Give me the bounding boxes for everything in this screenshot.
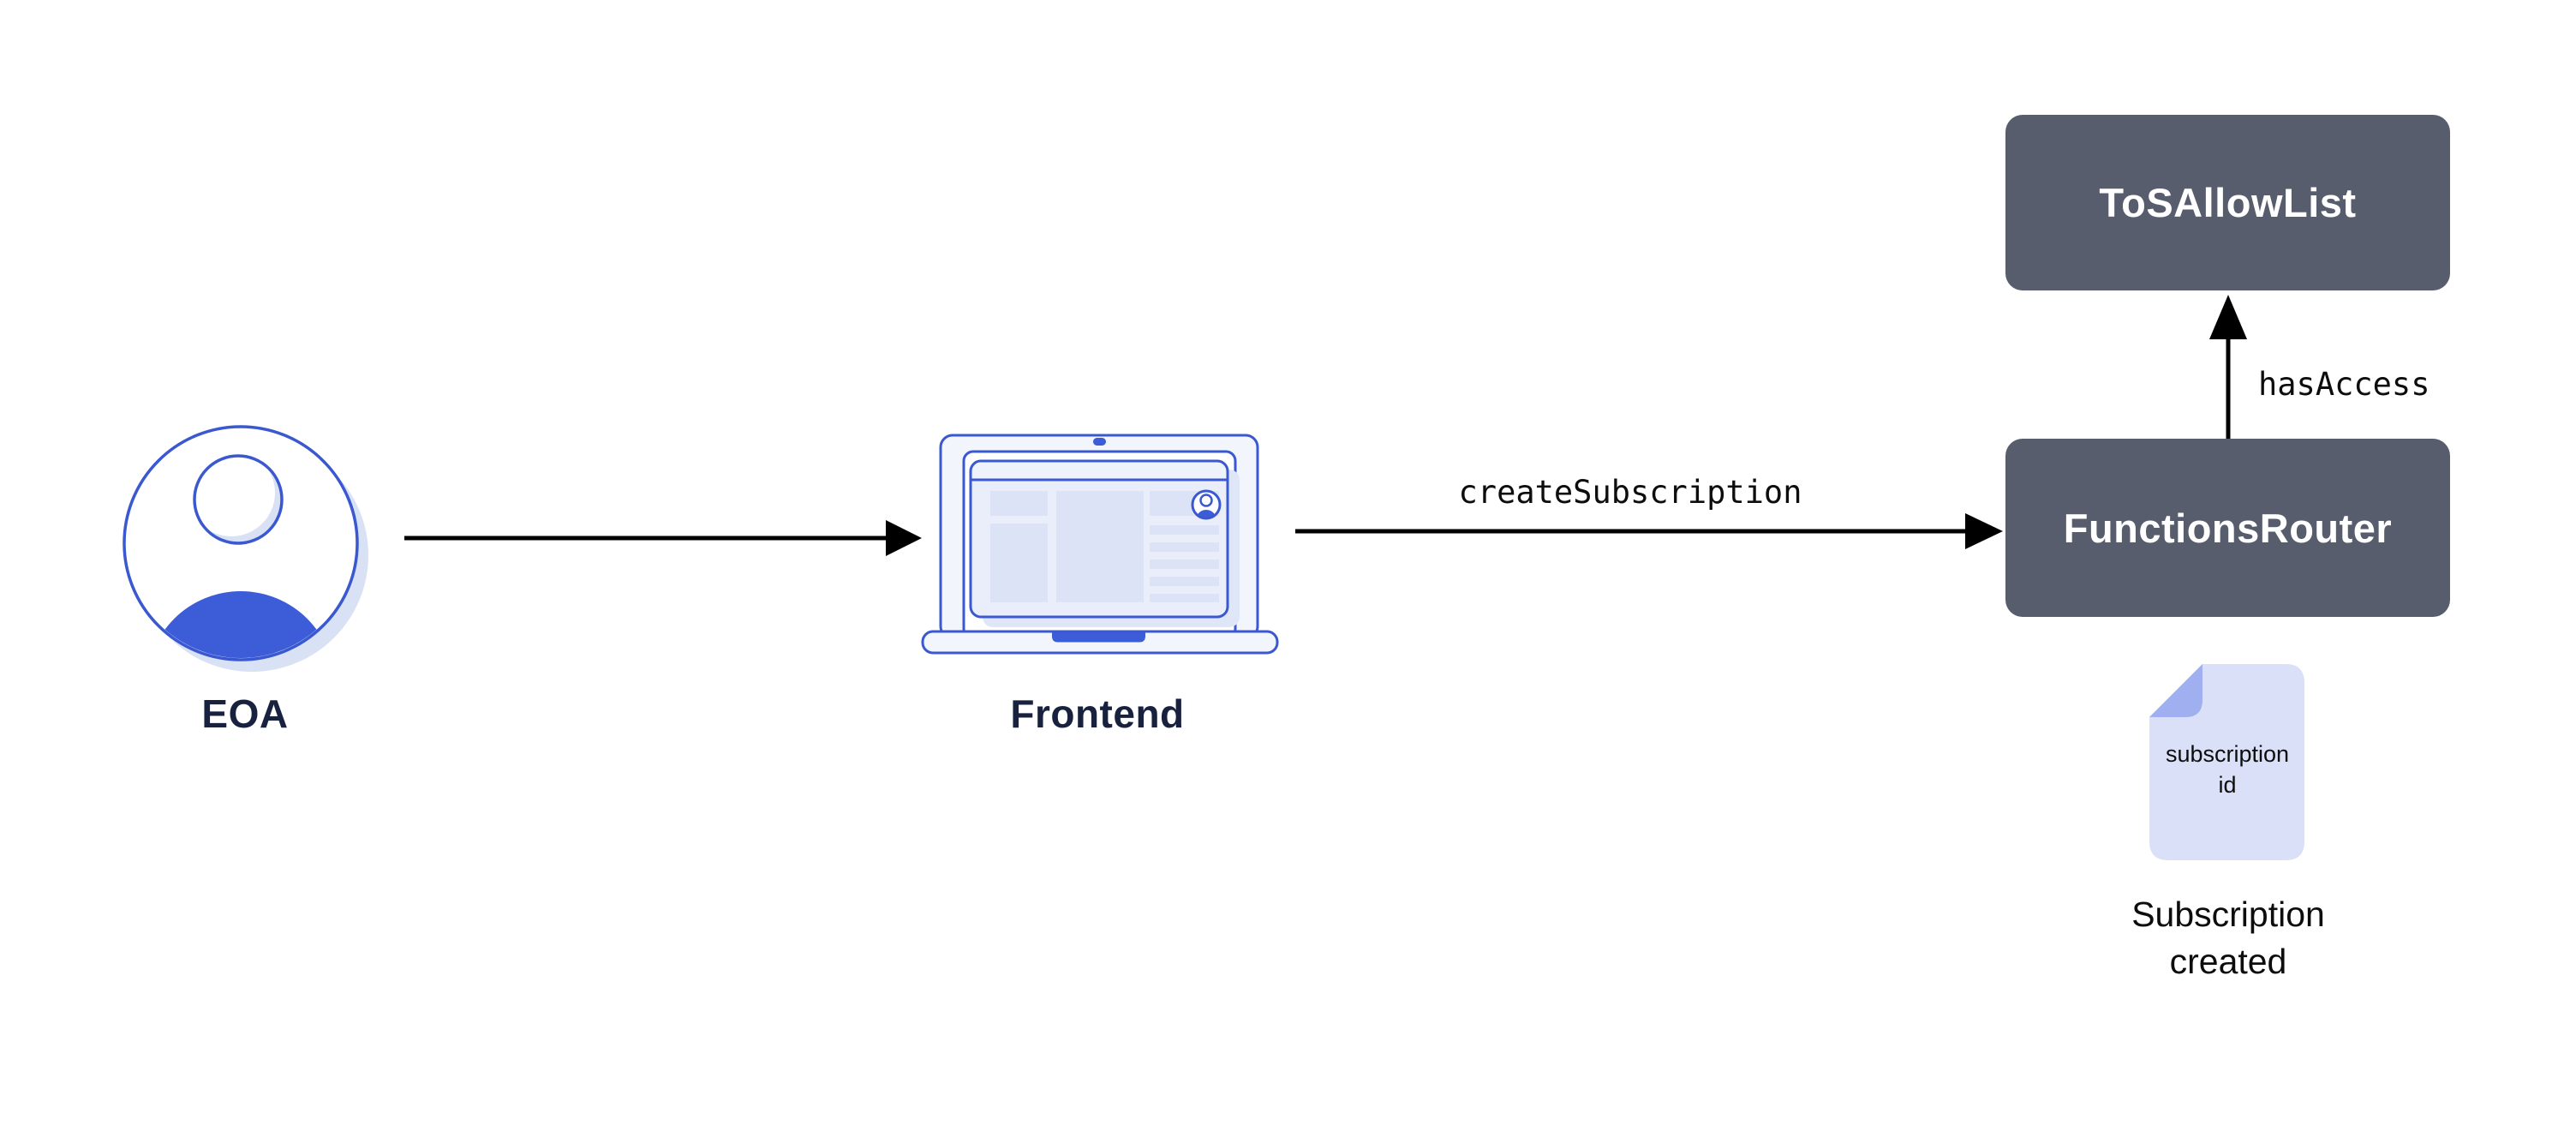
document-icon <box>2149 664 2304 860</box>
tos-allow-list-label: ToSAllowList <box>2099 180 2357 225</box>
browser-user-icon <box>1191 489 1222 520</box>
create-subscription-label: createSubscription <box>1458 474 1802 511</box>
browser-block <box>990 524 1048 602</box>
tos-allow-list-box: ToSAllowList <box>2005 115 2450 290</box>
avatar-head <box>193 454 284 545</box>
avatar-body <box>146 591 335 658</box>
arrow-frontend-to-functionsrouter <box>1295 513 2003 549</box>
eoa-label: EOA <box>201 691 289 736</box>
arrow-functionsrouter-to-tosallowlist <box>2209 295 2247 439</box>
user-avatar-icon <box>123 425 368 672</box>
subscription-id-text: subscription id <box>2165 741 2290 799</box>
browser-window <box>969 459 1229 619</box>
browser-line <box>1150 577 1219 586</box>
arrow-eoa-to-frontend <box>404 520 922 556</box>
browser-line <box>1150 542 1219 552</box>
document-fold <box>2149 664 2202 717</box>
browser-line <box>1150 560 1219 569</box>
frontend-label: Frontend <box>1010 691 1185 736</box>
browser-line <box>1150 525 1219 535</box>
browser-block <box>990 491 1048 516</box>
functions-router-box: FunctionsRouter <box>2005 439 2450 617</box>
browser-block <box>1056 491 1144 602</box>
laptop-icon <box>921 434 1279 655</box>
has-access-label: hasAccess <box>2258 366 2430 403</box>
browser-line <box>1150 594 1219 602</box>
functions-router-label: FunctionsRouter <box>2063 505 2393 551</box>
subscription-created-caption: Subscription created <box>2131 895 2325 982</box>
laptop-hinge-notch <box>1052 632 1145 643</box>
laptop-camera-dot <box>1093 438 1106 446</box>
